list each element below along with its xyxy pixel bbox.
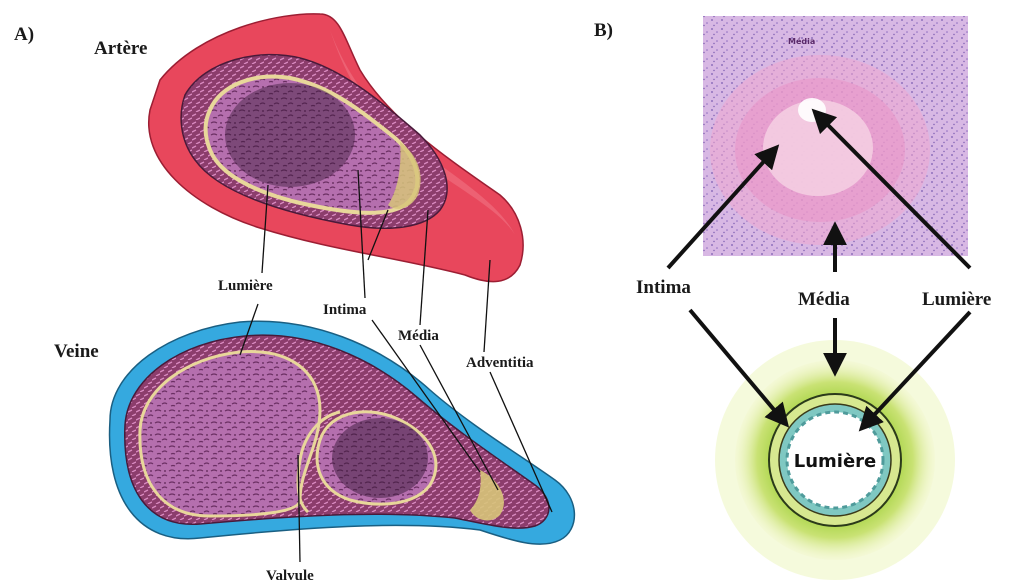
artery-illustration: [149, 14, 523, 282]
panel-a-letter: A): [14, 24, 34, 45]
label-a-valve: Valvule: [266, 568, 314, 584]
label-b-lumen: Lumière: [922, 289, 991, 310]
panel-b-letter: B): [594, 20, 613, 41]
schematic-lumen-label: Lumière: [794, 451, 877, 472]
vein-title: Veine: [54, 341, 99, 362]
micrograph-media-label: Média: [788, 36, 815, 46]
label-a-adventitia: Adventitia: [466, 355, 534, 371]
label-b-intima: Intima: [636, 277, 691, 298]
label-a-lumen: Lumière: [218, 278, 273, 294]
artery-title: Artère: [94, 38, 147, 59]
histology-micrograph: Média: [703, 16, 968, 256]
vessel-schematic: Lumière: [715, 340, 955, 580]
label-b-media: Média: [798, 289, 850, 310]
artery-lumen-shadow: [225, 83, 355, 187]
vein-lumen-shadow: [332, 418, 428, 498]
label-a-media: Média: [398, 328, 439, 344]
label-a-intima: Intima: [323, 302, 367, 318]
